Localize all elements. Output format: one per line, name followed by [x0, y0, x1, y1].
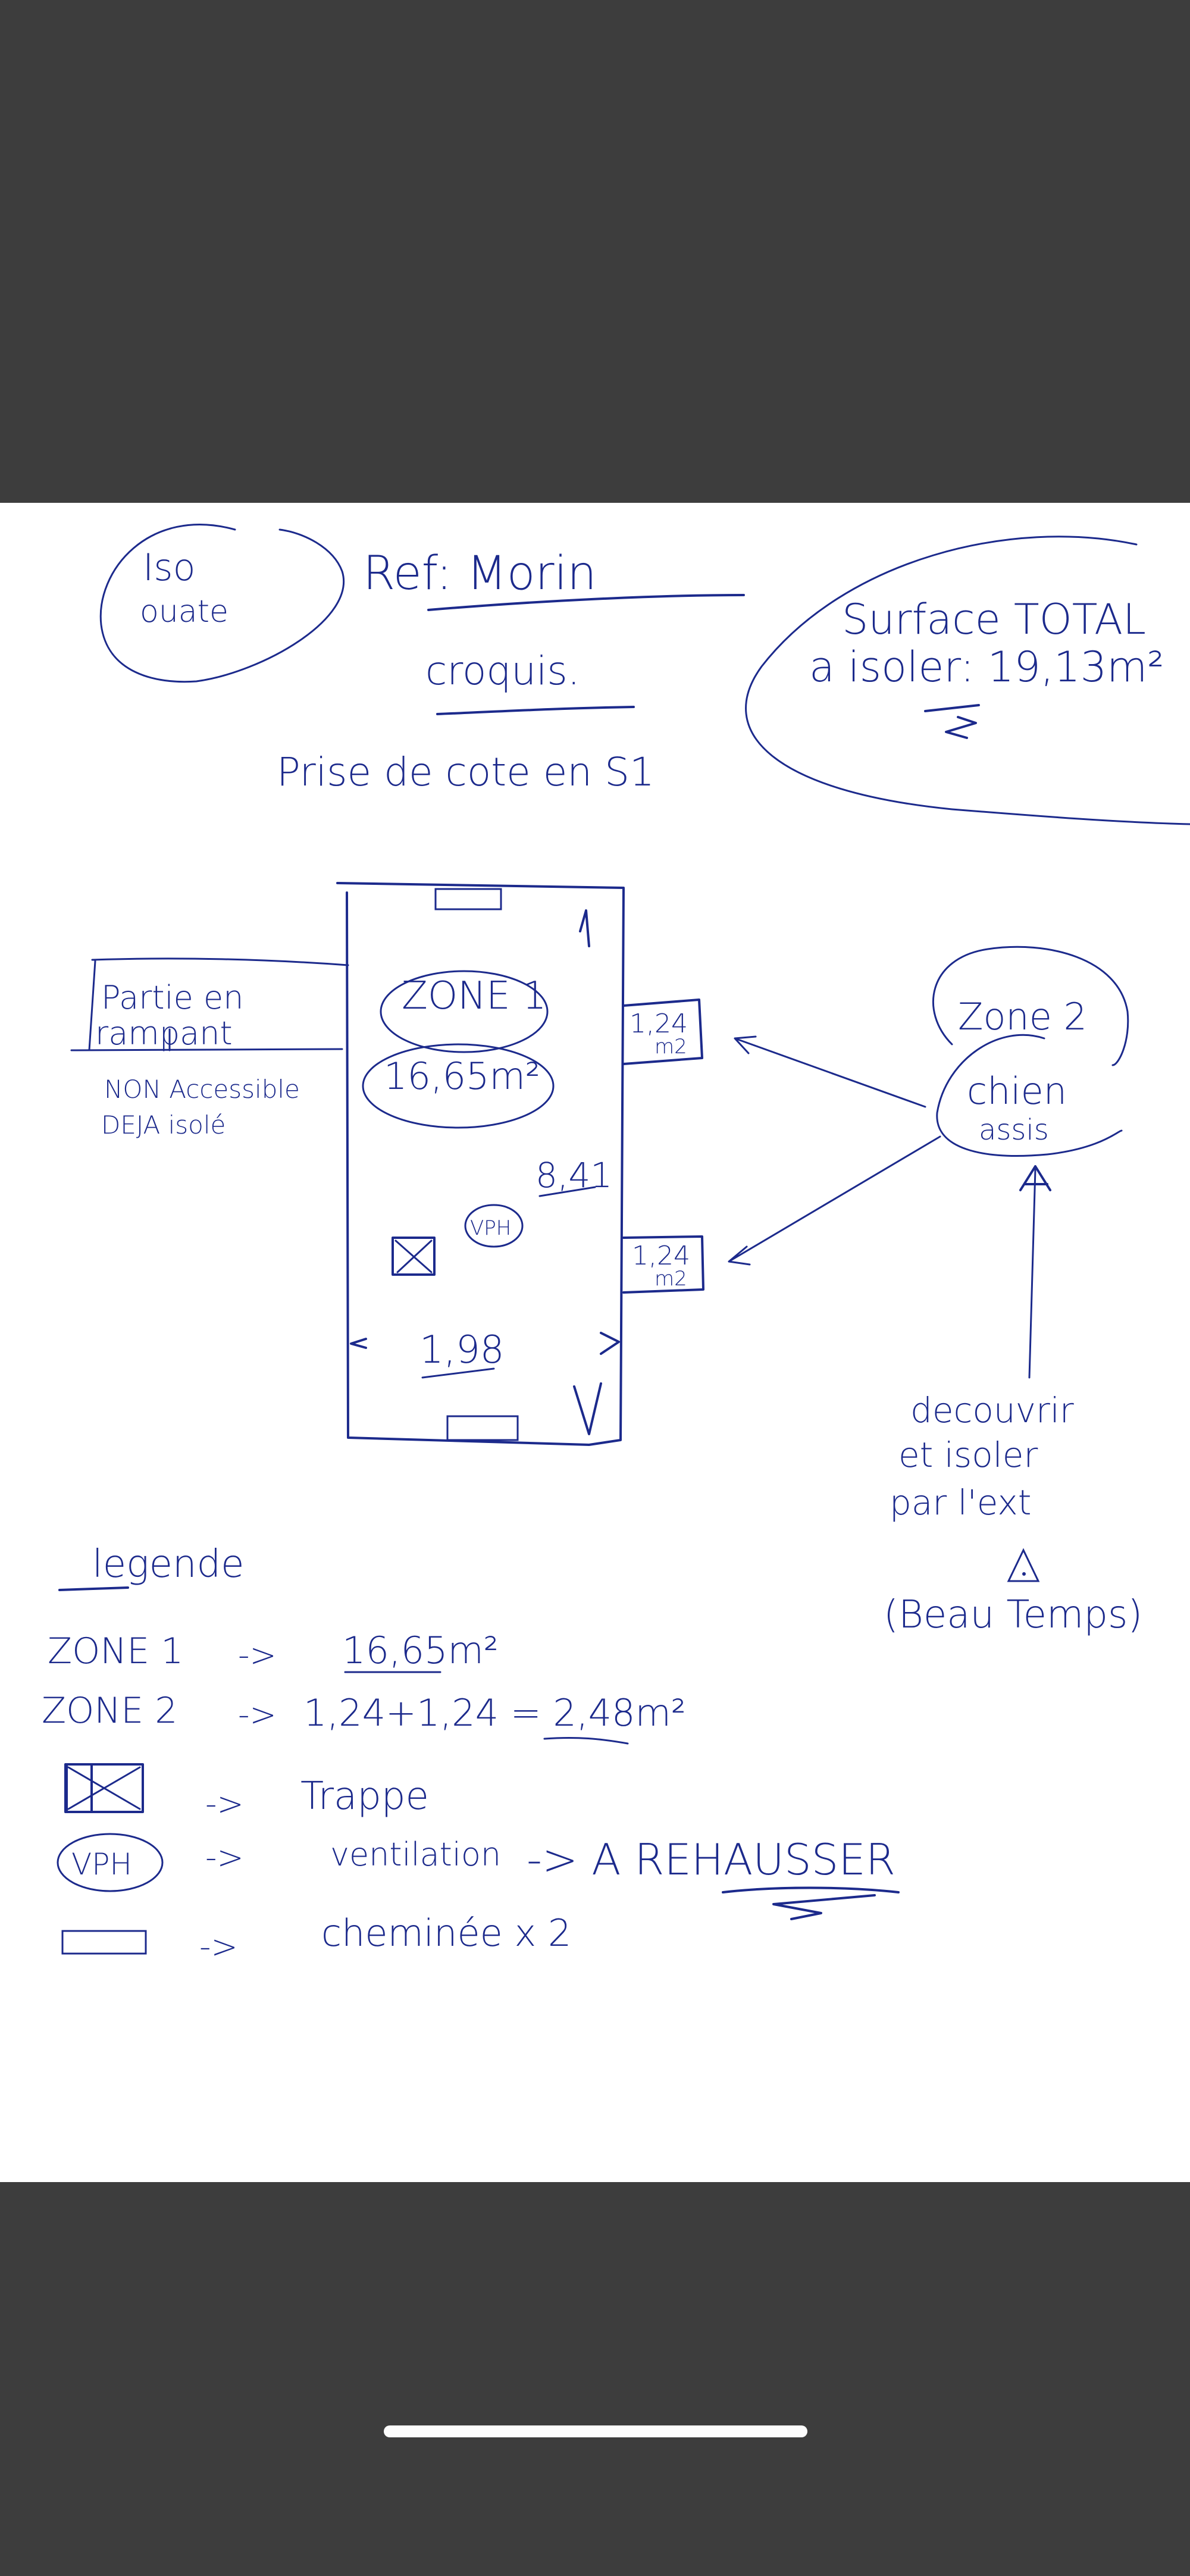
legend-row-trapdoor: -> Trappe	[64, 1763, 429, 1823]
trapdoor-cross	[394, 1240, 433, 1273]
chimney-bottom	[446, 1415, 519, 1441]
vph-icon	[57, 1833, 164, 1892]
left-note-below-2: DEJA isolé	[101, 1110, 226, 1140]
side-box-bottom-value: 1,24	[632, 1241, 690, 1271]
dimension-arrow-down	[573, 1382, 602, 1435]
badge-circle	[99, 524, 345, 683]
zone1-area-ellipse	[362, 1043, 555, 1129]
subtitle-underline	[436, 706, 635, 715]
zone2-instruction-1: decouvrir	[910, 1390, 1074, 1431]
total-surface-line-2: a isoler: 19,13m²	[809, 643, 1164, 691]
legend-value: 1,24+1,24 = 2,48m²	[303, 1691, 686, 1735]
legend-action-underline	[722, 1886, 900, 1920]
vph-icon-text: VPH	[71, 1847, 132, 1882]
length-dimension: 8,41	[536, 1155, 612, 1195]
legend-row-chimney: -> cheminée x 2	[61, 1911, 571, 1965]
measurement-note: Prise de cote en S1	[277, 749, 654, 795]
warning-triangle-icon	[1007, 1548, 1040, 1582]
legend-value: cheminée x 2	[321, 1911, 571, 1955]
zone1-outline	[336, 882, 625, 1446]
trapdoor-icon	[65, 1763, 93, 1813]
left-note-box	[70, 957, 349, 1051]
width-underline	[421, 1367, 495, 1379]
callout-bubble	[745, 536, 1190, 825]
chimney-top	[434, 888, 502, 910]
subtitle: croquis.	[425, 648, 580, 694]
side-box-bottom-unit: m2	[654, 1267, 687, 1291]
legend-value-underline	[543, 1736, 629, 1745]
arrow-to-side-box-bottom	[728, 1135, 941, 1266]
legend-arrow: ->	[238, 1696, 277, 1733]
vph-icon	[464, 1204, 524, 1248]
zone1-label-ellipse	[380, 970, 549, 1053]
legend-arrow: ->	[205, 1839, 244, 1876]
zone2-bubble	[932, 946, 1129, 1066]
legend-row-zone1: ZONE 1 -> 16,65m²	[48, 1629, 499, 1674]
dimension-arrow-right	[600, 1332, 620, 1355]
legend-value: 16,65m²	[342, 1629, 499, 1672]
dimension-arrow-up	[579, 909, 590, 947]
floor-plan: 8,41 1,98 ZONE 1 16,65m² VPH 1,24 m2 1,2	[70, 882, 1142, 1637]
zone2-pointer-arrowhead	[1019, 1165, 1051, 1191]
legend: legende ZONE 1 -> 16,65m² ZONE 2 -> 1,24…	[42, 1542, 900, 1965]
company-badge: Iso ouate	[99, 524, 345, 683]
legend-row-zone2: ZONE 2 -> 1,24+1,24 = 2,48m²	[42, 1690, 686, 1745]
legend-value: Trappe	[300, 1774, 429, 1818]
letterbox-bottom	[0, 2182, 1190, 2576]
letterbox-top	[0, 0, 1190, 503]
legend-value: ventilation	[330, 1836, 501, 1873]
trapdoor-icon	[392, 1237, 436, 1276]
legend-title: legende	[92, 1542, 245, 1586]
arrow-to-side-box-top	[734, 1035, 926, 1108]
legend-arrow: ->	[199, 1928, 238, 1965]
side-box-top	[622, 999, 703, 1065]
sketch-canvas: Iso ouate Ref: Morin croquis. Prise de c…	[42, 524, 1190, 1965]
dimension-arrow-left	[350, 1338, 367, 1349]
zone2-pointer-line	[1028, 1168, 1036, 1379]
zone1-label: ZONE 1	[402, 974, 547, 1018]
side-box-bottom	[622, 1235, 704, 1294]
zone2-instruction-3: par l'ext	[890, 1482, 1031, 1523]
left-note-line-2: rampant	[95, 1015, 233, 1052]
zone2-sublabel-2: assis	[979, 1113, 1049, 1147]
legend-row-vph: VPH -> ventilation -> A REHAUSSER	[57, 1833, 900, 1920]
total-surface-callout: Surface TOTAL a isoler: 19,13m²	[745, 536, 1190, 825]
legend-key: ZONE 2	[42, 1690, 177, 1732]
legend-action: -> A REHAUSSER	[527, 1835, 895, 1885]
zone2-instruction-2: et isoler	[898, 1435, 1038, 1475]
legend-title-underline	[58, 1586, 129, 1591]
side-box-top-unit: m2	[654, 1035, 687, 1059]
width-dimension: 1,98	[419, 1328, 505, 1372]
legend-arrow: ->	[205, 1785, 244, 1823]
zone2-sub-ellipse	[936, 1034, 1123, 1157]
trapdoor-icon-frame	[64, 1763, 144, 1813]
legend-key: ZONE 1	[48, 1630, 183, 1672]
legend-arrow: ->	[238, 1636, 277, 1674]
left-note-below-1: NON Accessible	[104, 1075, 300, 1104]
zone1-area: 16,65m²	[384, 1054, 540, 1098]
reference-title: Ref: Morin	[363, 547, 597, 600]
total-surface-emphasis	[924, 704, 980, 739]
zone2-warning: (Beau Temps)	[884, 1593, 1142, 1637]
badge-line-1: Iso	[143, 546, 196, 589]
left-note-line-1: Partie en	[101, 979, 243, 1016]
side-box-top-value: 1,24	[630, 1009, 688, 1039]
length-underline	[538, 1186, 596, 1197]
badge-line-2: ouate	[140, 594, 228, 630]
zone2-sublabel-1: chien	[967, 1069, 1067, 1113]
trapdoor-icon-cross	[67, 1766, 141, 1810]
vph-label: VPH	[470, 1216, 511, 1240]
chimney-icon	[61, 1930, 147, 1955]
total-surface-line-1: Surface TOTAL	[842, 595, 1146, 644]
sketch-photo: Iso ouate Ref: Morin croquis. Prise de c…	[0, 503, 1190, 2182]
reference-underline	[427, 594, 745, 611]
zone2-label: Zone 2	[958, 995, 1087, 1038]
home-indicator[interactable]	[384, 2425, 807, 2437]
